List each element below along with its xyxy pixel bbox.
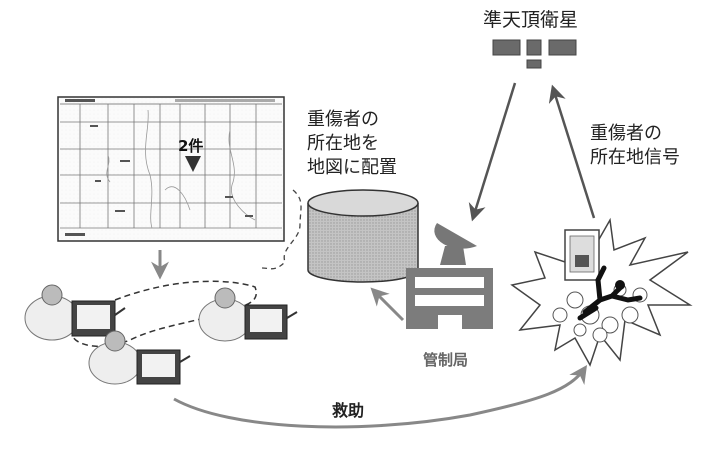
database-label-line: 地図に配置 <box>307 157 397 178</box>
control-building-with-dish-icon <box>406 223 493 329</box>
map-screen <box>57 96 285 242</box>
database-label-line: 重傷者の <box>307 109 379 130</box>
database-label-line: 所在地を <box>307 133 379 154</box>
uplink-arrow <box>548 84 596 219</box>
rescue-label: 救助 <box>332 401 365 420</box>
control-station-label: 管制局 <box>423 351 469 369</box>
rescuer-1 <box>24 284 126 341</box>
database-label: 重傷者の 所在地を 地図に配置 <box>307 108 397 180</box>
rescuer-2 <box>198 287 298 342</box>
rescuer-3 <box>88 330 191 385</box>
downlink-arrow <box>468 82 517 222</box>
map-count-label: 2件 <box>178 137 204 155</box>
down-triangle-marker-icon <box>185 156 201 172</box>
signal-label-line: 重傷者の <box>590 123 662 144</box>
satellite-label: 準天頂衛星 <box>483 9 579 31</box>
database-cylinder-icon <box>307 189 419 283</box>
station-to-db-arrow <box>370 287 405 322</box>
collapsed-building-victim-icon <box>510 217 693 367</box>
rescue-arrow <box>173 365 588 429</box>
satellite-icon <box>492 39 577 69</box>
map-db-link <box>261 189 302 270</box>
signal-label: 重傷者の 所在地信号 <box>590 122 680 170</box>
signal-label-line: 所在地信号 <box>590 147 680 168</box>
